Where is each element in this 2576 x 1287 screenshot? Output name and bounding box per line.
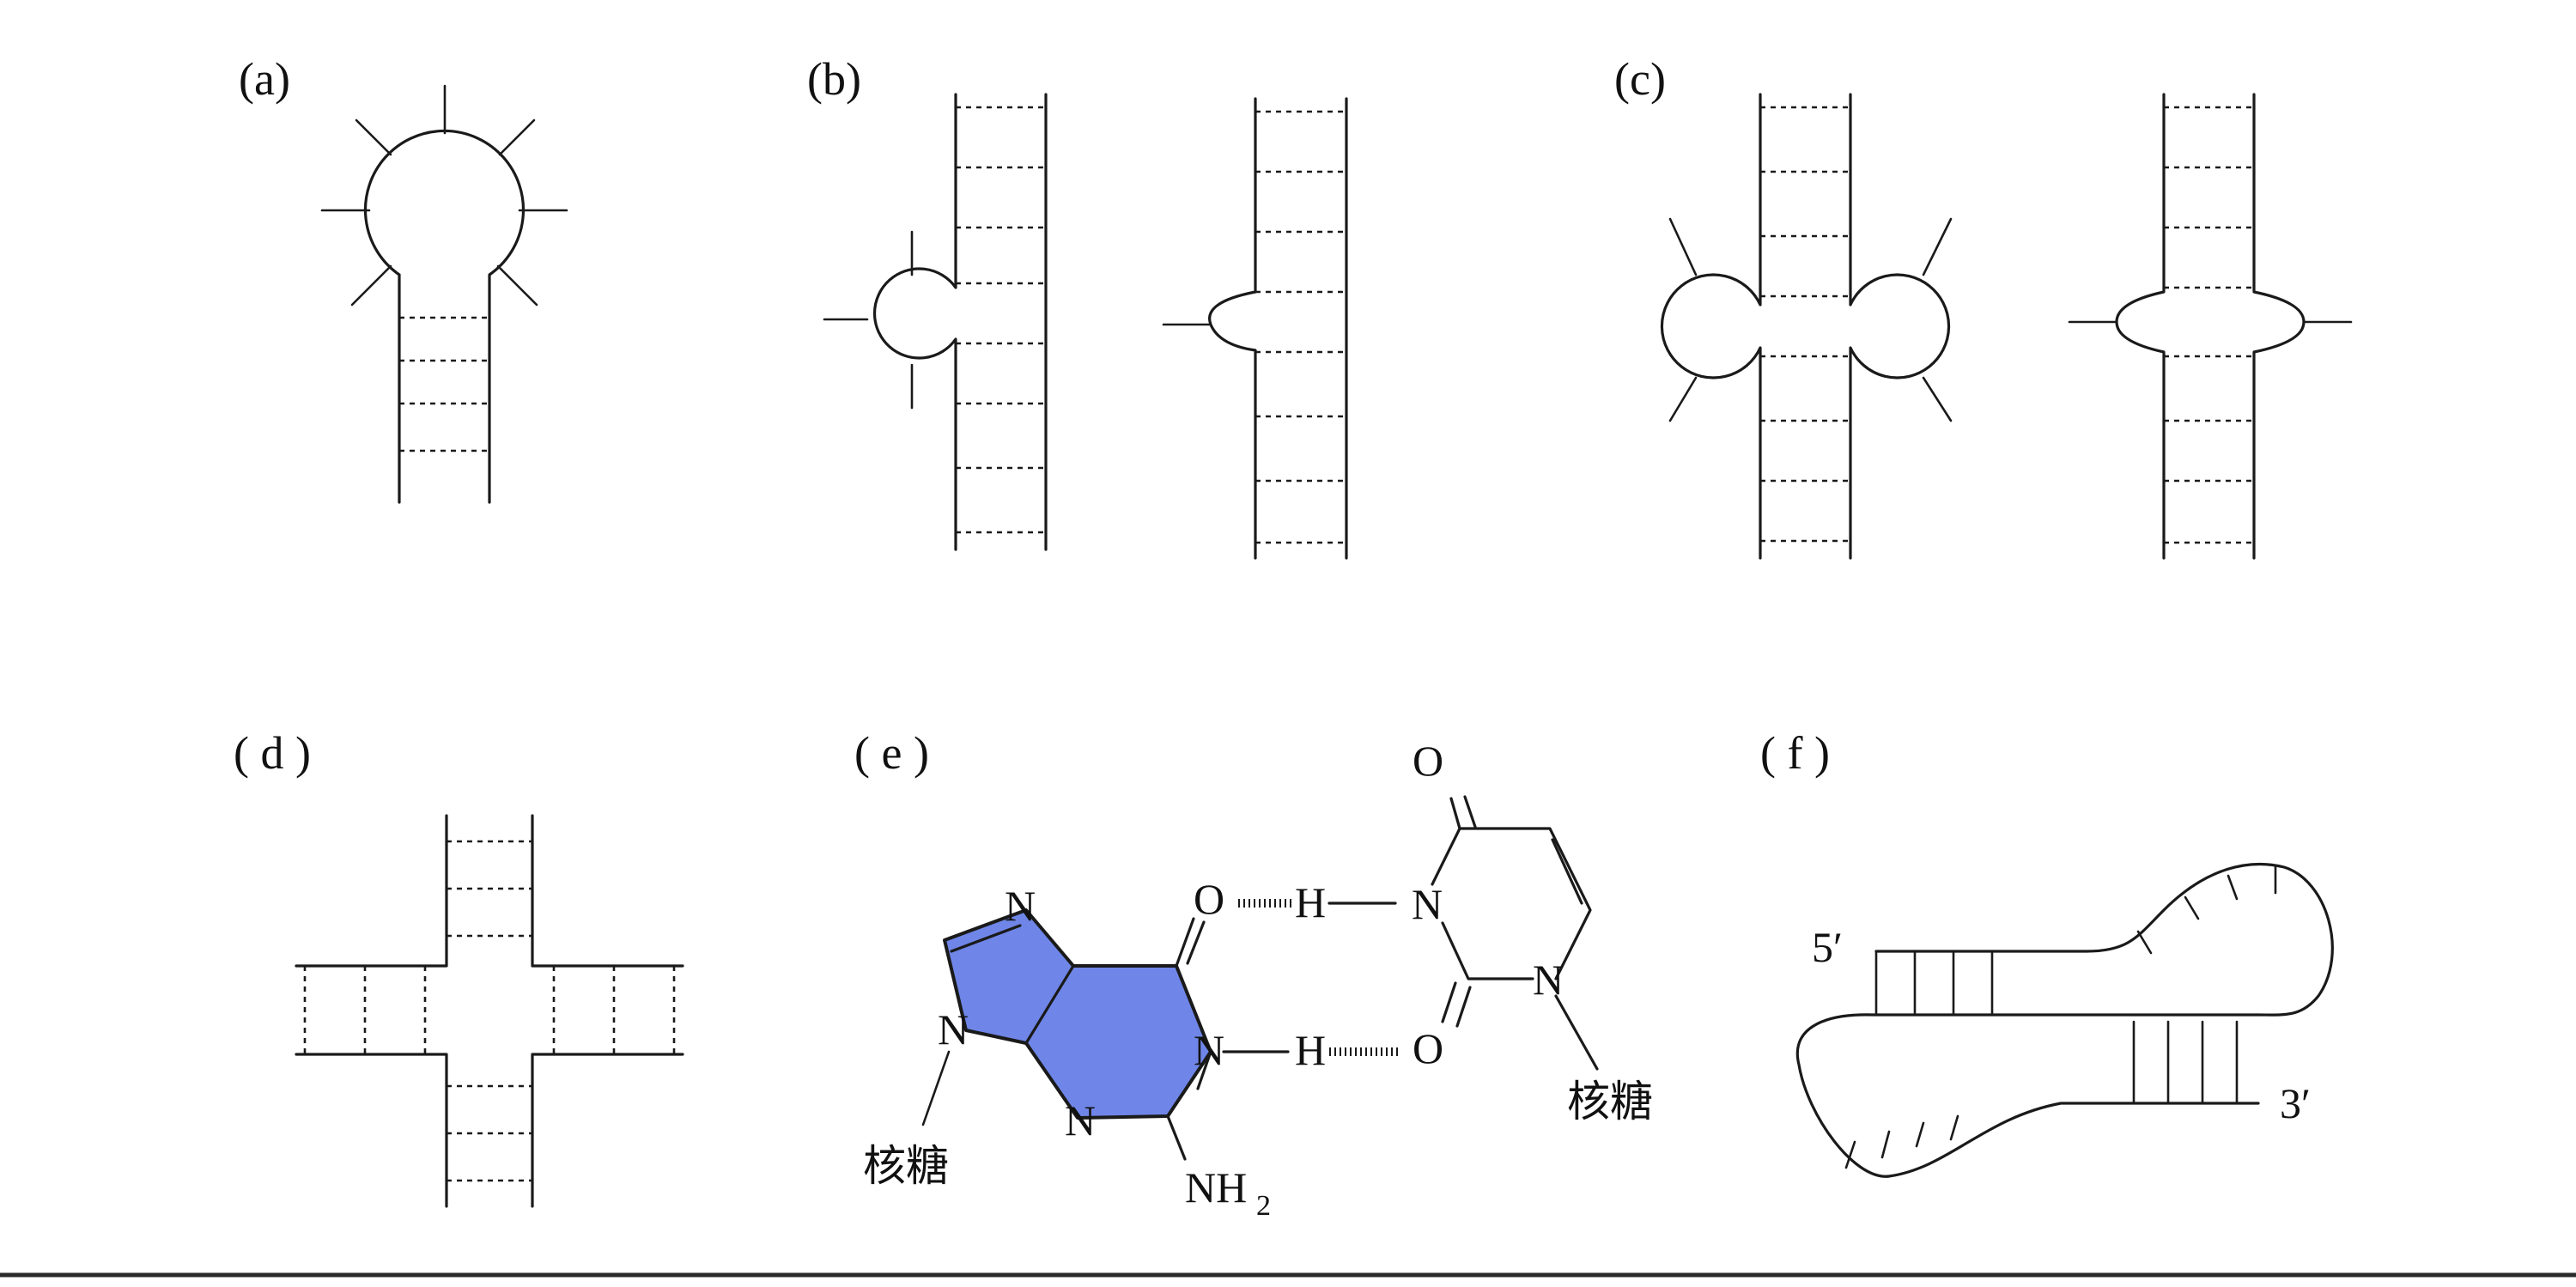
panel-f-label: ( f ) — [1760, 727, 1830, 779]
bulge-duplex-2-pairs — [1255, 110, 1346, 544]
internal-loop-duplex-1-bases — [1668, 217, 1953, 422]
pyrimidine-atom-o4: O — [1413, 737, 1443, 785]
bulge-duplex-1 — [872, 93, 1048, 551]
purine-amino-subscript: 2 — [1256, 1190, 1271, 1222]
purine-ribose-label: 核糖 — [863, 1141, 949, 1191]
panel-c-internal-loops: (c) — [1614, 53, 2353, 560]
internal-loop-duplex-1 — [1660, 93, 1951, 560]
hairpin-loop — [363, 129, 526, 504]
purine-atoms: N N N N O NH 2 — [938, 875, 1271, 1222]
internal-loop-duplex-2-pairs — [2164, 106, 2254, 544]
junction-strands — [295, 814, 684, 1208]
purine-bonds — [943, 908, 1212, 1161]
pyrimidine-atom-n3: N — [1412, 880, 1443, 928]
panel-a-label: (a) — [239, 53, 290, 105]
bulge-duplex-1-pairs — [956, 106, 1046, 534]
hairpin-loop-bases — [320, 84, 568, 307]
purine-atom-n7: N — [1005, 882, 1036, 930]
hbond-hydrogen-1: H — [1295, 878, 1326, 926]
junction-left-arm-pairs — [303, 966, 427, 1054]
upper-loop-bases — [2136, 865, 2277, 955]
hydrogen-bonds: H H — [1222, 878, 1400, 1074]
bulge-duplex-1-bases — [823, 230, 914, 410]
panel-b-bulges: (b) — [807, 53, 1348, 560]
purine-amino-group: NH — [1185, 1163, 1247, 1211]
panel-f-duplex-loop: ( f ) 5′ 3′ — [1760, 727, 2334, 1178]
purine-fill — [943, 908, 1212, 1120]
internal-loop-duplex-2 — [2115, 93, 2306, 560]
strand-pairs-right — [2132, 1020, 2239, 1105]
pyrimidine-bonds — [1431, 795, 1599, 1071]
strand-pairs-left — [1874, 950, 1994, 1017]
panel-e-label: ( e ) — [854, 727, 929, 779]
panel-e-base-pair: ( e ) N N N N O NH 2 核糖 H H N N O — [854, 727, 1653, 1222]
pyrimidine-atom-n1: N — [1533, 956, 1564, 1004]
five-prime-end-label: 5′ — [1812, 923, 1843, 971]
panel-d-label: ( d ) — [234, 727, 311, 779]
internal-loop-duplex-1-pairs — [1760, 106, 1850, 543]
junction-right-arm-pairs — [552, 966, 676, 1054]
bulge-duplex-2 — [1208, 97, 1348, 560]
junction-bottom-arm-pairs — [447, 1084, 532, 1182]
purine-atom-n3: N — [1065, 1096, 1096, 1144]
purine-sugar-bond — [921, 1050, 951, 1126]
panel-b-label: (b) — [807, 53, 861, 105]
junction-top-arm-pairs — [447, 840, 532, 938]
hairpin-stem-pairs — [399, 316, 489, 452]
panel-c-label: (c) — [1614, 53, 1666, 105]
strand-outline — [1795, 862, 2334, 1178]
pyrimidine-atom-o2: O — [1413, 1024, 1443, 1072]
three-prime-end-label: 3′ — [2280, 1079, 2311, 1127]
purine-atom-n1: N — [1194, 1026, 1224, 1074]
panel-a-hairpin: (a) — [239, 53, 568, 504]
pyrimidine-ribose-label: 核糖 — [1567, 1077, 1653, 1126]
panel-d-four-way-junction: ( d ) — [234, 727, 684, 1208]
pyrimidine-atoms: N N O O — [1412, 737, 1564, 1072]
hbond-hydrogen-2: H — [1295, 1026, 1326, 1074]
purine-atom-o6: O — [1194, 875, 1224, 923]
purine-atom-n9: N — [938, 1005, 969, 1053]
lower-loop-bases — [1844, 1114, 1959, 1169]
